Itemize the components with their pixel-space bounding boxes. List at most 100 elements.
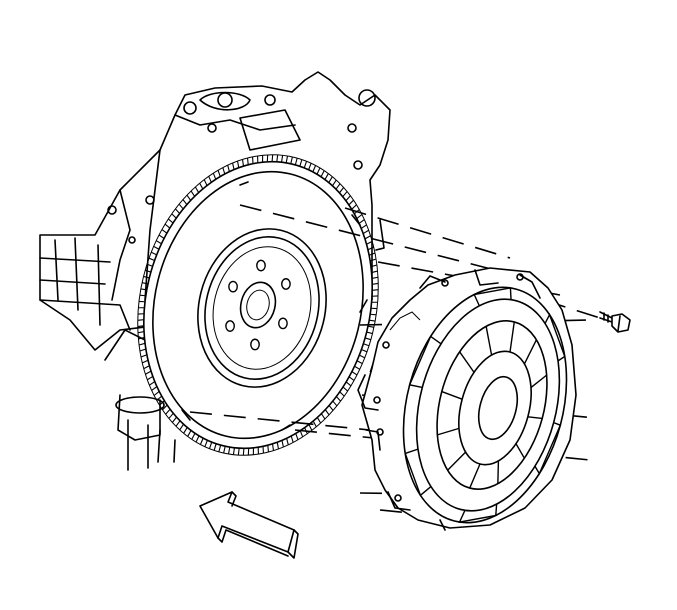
gear-tooth xyxy=(364,337,372,341)
gear-tooth xyxy=(171,416,177,423)
gear-tooth xyxy=(212,172,217,180)
gear-tooth xyxy=(368,252,376,256)
gear-tooth xyxy=(232,447,236,455)
gear-tooth xyxy=(148,257,155,261)
gear-tooth xyxy=(335,183,341,190)
gear-tooth xyxy=(227,447,231,455)
gear-tooth xyxy=(290,435,294,443)
gear-tooth xyxy=(286,438,289,445)
gear-tooth xyxy=(345,195,351,202)
gear-tooth xyxy=(295,433,299,440)
gear-tooth xyxy=(366,331,373,335)
gear-tooth xyxy=(147,375,154,381)
gear-tooth xyxy=(316,417,322,424)
spring-finger xyxy=(441,390,463,400)
gear-tooth xyxy=(369,258,377,262)
gear-tooth xyxy=(137,331,145,334)
gear-tooth xyxy=(151,386,158,391)
gear-tooth xyxy=(138,342,146,346)
gear-tooth xyxy=(361,349,368,353)
mounting-bolt xyxy=(599,311,631,333)
gear-tooth xyxy=(241,159,245,167)
gear-tooth xyxy=(203,179,208,186)
gear-tooth xyxy=(303,161,308,169)
flywheel-bolt-holes xyxy=(225,259,291,351)
ring-gear-outer-edge xyxy=(137,154,379,456)
gear-tooth xyxy=(320,170,325,178)
bolt-hole xyxy=(256,259,266,272)
gear-tooth xyxy=(348,376,355,381)
gear-tooth xyxy=(165,408,171,415)
cover-window xyxy=(544,312,566,362)
gear-tooth xyxy=(276,154,279,162)
gear-tooth xyxy=(223,446,226,454)
gear-tooth xyxy=(179,423,185,431)
gear-tooth xyxy=(174,208,181,214)
cover-window xyxy=(473,287,512,307)
cover-window xyxy=(534,421,562,476)
gear-tooth xyxy=(276,442,279,450)
gear-tooth xyxy=(370,264,378,268)
gear-tooth xyxy=(156,395,163,401)
gear-tooth xyxy=(332,400,338,407)
gear-tooth xyxy=(339,187,345,194)
gear-tooth xyxy=(328,405,334,411)
gear-tooth xyxy=(362,229,369,235)
gear-tooth xyxy=(271,154,274,162)
gear-tooth xyxy=(161,229,168,234)
gear-tooth xyxy=(342,386,349,392)
gear-tooth xyxy=(144,269,152,273)
gear-tooth xyxy=(187,430,192,437)
gear-tooth xyxy=(339,391,345,397)
diaphragm-spring-fingers xyxy=(404,287,566,524)
cover-window xyxy=(404,448,432,497)
gear-tooth xyxy=(312,165,317,173)
gear-tooth xyxy=(213,443,217,451)
bolt-hole xyxy=(228,280,238,293)
gear-tooth xyxy=(290,156,293,164)
gear-tooth xyxy=(162,404,168,411)
gear-tooth xyxy=(363,343,370,347)
gear-tooth xyxy=(356,360,363,365)
gear-tooth xyxy=(370,313,377,316)
gear-tooth xyxy=(171,213,177,219)
gear-tooth xyxy=(271,443,275,451)
gear-tooth xyxy=(191,432,196,440)
gear-tooth xyxy=(324,173,329,180)
gear-tooth xyxy=(158,234,165,239)
gear-tooth xyxy=(222,167,226,175)
gear-tooth xyxy=(218,444,222,452)
gear-tooth xyxy=(359,354,365,359)
gear-tooth xyxy=(153,390,160,396)
spring-finger xyxy=(523,339,538,365)
flywheel xyxy=(137,154,379,456)
gear-tooth xyxy=(372,289,379,291)
gear-tooth xyxy=(367,246,374,251)
gear-tooth xyxy=(237,448,240,456)
spring-finger xyxy=(527,416,543,420)
gear-tooth xyxy=(369,319,376,322)
gear-tooth xyxy=(351,204,357,210)
gear-tooth xyxy=(320,413,326,420)
spring-finger xyxy=(509,321,515,353)
gear-tooth xyxy=(195,435,200,443)
gear-tooth xyxy=(348,199,354,206)
gear-tooth xyxy=(232,162,235,170)
gear-tooth xyxy=(190,190,196,197)
gear-tooth xyxy=(168,412,174,419)
gear-tooth xyxy=(285,155,289,163)
gear-tooth xyxy=(324,409,330,416)
gear-tooth xyxy=(328,176,333,183)
gear-tooth xyxy=(354,365,361,370)
gear-tooth xyxy=(155,240,162,245)
gear-tooth xyxy=(358,219,365,224)
gear-tooth xyxy=(356,214,363,220)
gear-tooth xyxy=(143,275,150,279)
gear-tooth xyxy=(137,325,144,328)
gear-tooth xyxy=(312,420,317,428)
gear-tooth xyxy=(366,240,373,245)
gear-tooth xyxy=(246,157,249,165)
gear-tooth xyxy=(237,160,240,168)
gear-tooth xyxy=(280,155,284,163)
gear-tooth xyxy=(140,354,148,358)
